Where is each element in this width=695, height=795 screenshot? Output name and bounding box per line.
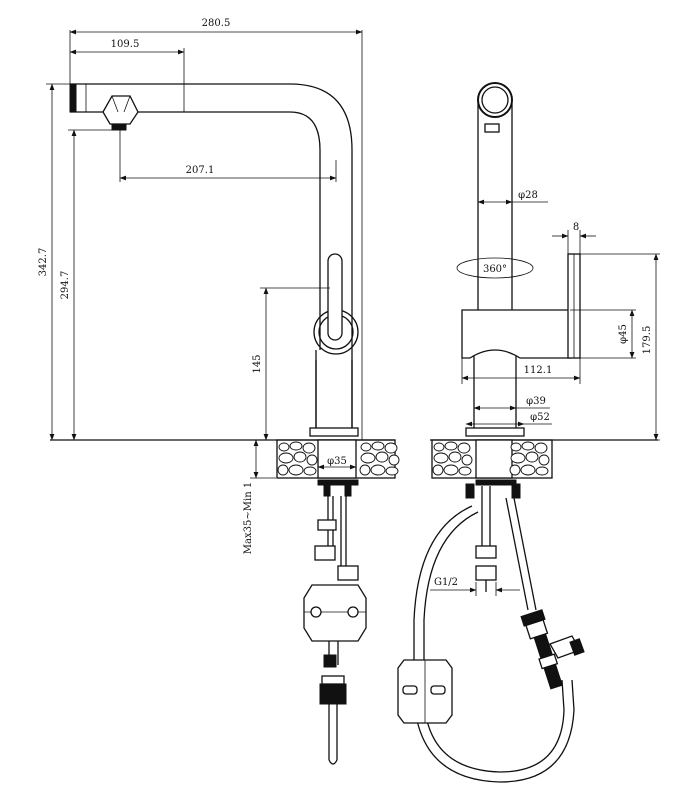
dim-spout-offset: 109.5 — [111, 39, 140, 50]
dim-handle-reach: 112.1 — [524, 365, 553, 376]
front-dimensions: 280.5 109.5 207.1 342.7 294.7 145 φ35 M — [38, 18, 363, 554]
dim-base-outer: φ52 — [530, 412, 550, 423]
dim-spout-reach: 207.1 — [186, 165, 215, 176]
front-diverter-box — [303, 584, 367, 642]
dim-deck-thickness: Max35~Min 1 — [243, 482, 254, 554]
front-spout-pipe — [70, 83, 353, 433]
side-connection-kit — [397, 479, 585, 783]
front-connection-kit — [303, 479, 367, 765]
dim-body-diameter: φ28 — [518, 190, 538, 201]
side-spout-end — [477, 82, 513, 118]
dim-overall-height: 342.7 — [38, 248, 49, 277]
side-view: 360° — [397, 82, 660, 783]
side-handle-body — [461, 309, 571, 359]
spout-tip — [69, 83, 77, 113]
dim-rotation: 360° — [483, 264, 507, 275]
dim-thread: G1/2 — [434, 577, 458, 588]
pull-out-hose — [413, 505, 575, 783]
dim-lever-height: 145 — [252, 354, 263, 373]
front-base — [309, 427, 359, 437]
side-base — [465, 427, 525, 437]
rotation-indicator — [456, 257, 534, 279]
spray-head — [102, 95, 139, 125]
dim-spout-height: 294.7 — [60, 271, 71, 300]
dim-lever-diameter: φ45 — [618, 324, 629, 344]
front-view: 280.5 109.5 207.1 342.7 294.7 145 φ35 M — [38, 18, 400, 765]
dim-side-height: 179.5 — [642, 326, 653, 355]
side-countertop — [431, 439, 553, 479]
side-spout-neck — [477, 104, 513, 310]
dim-lever-thickness: 8 — [573, 222, 579, 233]
dim-mount-hole: φ35 — [327, 456, 347, 467]
dim-base-inner: φ39 — [526, 396, 546, 407]
lever-handle — [327, 253, 343, 341]
side-dimensions: φ28 8 179.5 φ45 112.1 φ39 — [430, 190, 660, 596]
dim-overall-width: 280.5 — [202, 18, 231, 29]
